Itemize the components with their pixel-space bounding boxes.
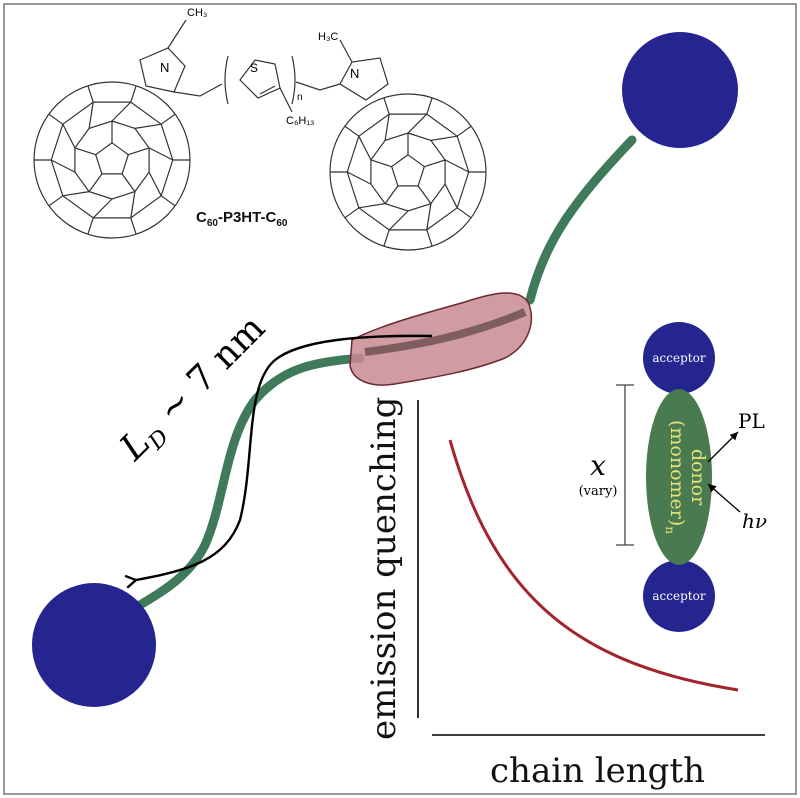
cage-bond xyxy=(48,113,64,125)
sulfur-label: S xyxy=(250,61,258,75)
cage-bond xyxy=(358,135,372,161)
pyrrolidine-ring-left xyxy=(139,47,186,93)
cage-bond xyxy=(407,113,428,134)
diffusion-arrow xyxy=(136,334,433,580)
inset-acceptor-bottom xyxy=(643,560,715,632)
cage-bond xyxy=(346,171,372,185)
cage-bond xyxy=(430,135,458,141)
absorption-arrow xyxy=(707,483,741,513)
cage-ring-outer xyxy=(346,113,470,231)
cage-bond xyxy=(344,125,360,137)
cage-bond xyxy=(130,217,137,235)
chain-upper-segment xyxy=(525,135,637,305)
cage-bond xyxy=(128,147,150,156)
cage-bond xyxy=(148,171,162,197)
inset-donor xyxy=(646,389,712,565)
cage-bond xyxy=(456,207,472,219)
fullerene-left xyxy=(33,81,191,239)
cage-bond xyxy=(456,125,472,137)
linker-right xyxy=(295,81,341,91)
side-chain-bond xyxy=(279,87,293,113)
cage-bond xyxy=(160,195,176,207)
molecule-structure xyxy=(33,19,487,251)
paren-left xyxy=(224,55,229,105)
cage-bond xyxy=(50,159,76,173)
inset-acceptor-bottom-label: acceptor xyxy=(652,589,705,603)
cage-bond xyxy=(417,185,432,204)
cage-bond xyxy=(426,97,433,115)
quenching-curve xyxy=(448,439,739,692)
cage-pentagon-center xyxy=(94,142,130,175)
inset-x-label: x xyxy=(590,449,606,482)
repeat-subscript: n xyxy=(297,92,303,103)
cage-bond xyxy=(87,85,94,103)
cage-bond xyxy=(384,185,399,204)
inset-acceptor-top-label: acceptor xyxy=(652,351,705,365)
cage-ring-outer xyxy=(50,101,174,219)
cage-bond xyxy=(370,159,392,168)
methyl-bond-left xyxy=(167,19,187,49)
chain-lower-segment xyxy=(135,353,365,610)
cage-pentagon-center xyxy=(390,154,426,187)
cage-bond xyxy=(384,114,390,141)
cage-bond xyxy=(426,203,432,230)
linker-left xyxy=(173,83,223,97)
cage-bond xyxy=(444,159,470,173)
inset-donor-monomer-label: (monomer)n xyxy=(663,420,688,534)
chain-through-excitation xyxy=(364,308,527,356)
cage-bond xyxy=(358,203,386,209)
plot-x-label: chain length xyxy=(490,751,705,791)
cage-bond xyxy=(148,147,174,161)
acceptor-sphere-top xyxy=(622,32,738,148)
pyrrolidine-ring-right xyxy=(339,57,389,101)
cage-outline xyxy=(329,93,487,251)
diffusion-length-label: LD ~ 7 nm xyxy=(112,308,277,473)
cage-bond xyxy=(88,102,94,129)
plot-y-label: emission quenching xyxy=(364,397,404,740)
paren-right xyxy=(291,55,296,105)
methyl-label-right: H₃C xyxy=(318,31,338,43)
cage-bond xyxy=(88,173,103,192)
cage-bond xyxy=(87,217,94,235)
molecule-name: C60-P3HT-C60 xyxy=(196,209,288,229)
cage-outline xyxy=(33,81,191,239)
cage-bond xyxy=(160,113,176,125)
side-chain-label: C₆H₁₃ xyxy=(286,115,315,127)
cage-bond xyxy=(383,97,390,115)
cage-bond xyxy=(383,229,390,247)
nitrogen-label-left: N xyxy=(160,60,169,75)
cage-bond xyxy=(74,147,96,156)
inset-donor-label: donor xyxy=(687,449,709,506)
cage-bond xyxy=(130,85,137,103)
cage-bond xyxy=(62,191,90,197)
pl-label: PL xyxy=(738,409,765,433)
cage-bond xyxy=(344,207,360,219)
cage-bond xyxy=(426,229,433,247)
cage-bond xyxy=(121,173,136,192)
cage-bond xyxy=(388,210,409,231)
methyl-bond-right xyxy=(339,39,353,63)
cage-bond xyxy=(62,123,76,149)
cage-bond xyxy=(424,159,446,168)
frame-border xyxy=(3,3,797,795)
hv-label: hν xyxy=(742,509,767,533)
cage-bond xyxy=(92,198,113,219)
cage-bond xyxy=(130,191,136,218)
acceptor-sphere-bottom xyxy=(32,583,156,707)
cage-bond xyxy=(134,123,162,129)
methyl-label-left: CH₃ xyxy=(187,7,207,19)
thiophene-ring xyxy=(239,59,281,99)
cage-bond xyxy=(444,183,458,209)
cage-bond xyxy=(111,101,132,122)
thiophene-double-bond xyxy=(259,85,276,95)
pl-emission-arrow xyxy=(707,431,739,463)
nitrogen-label-right: N xyxy=(350,66,359,81)
fullerene-right xyxy=(329,93,487,251)
cage-bond xyxy=(48,195,64,207)
inset-acceptor-top xyxy=(643,322,715,394)
inset-vary-label: (vary) xyxy=(579,484,618,499)
